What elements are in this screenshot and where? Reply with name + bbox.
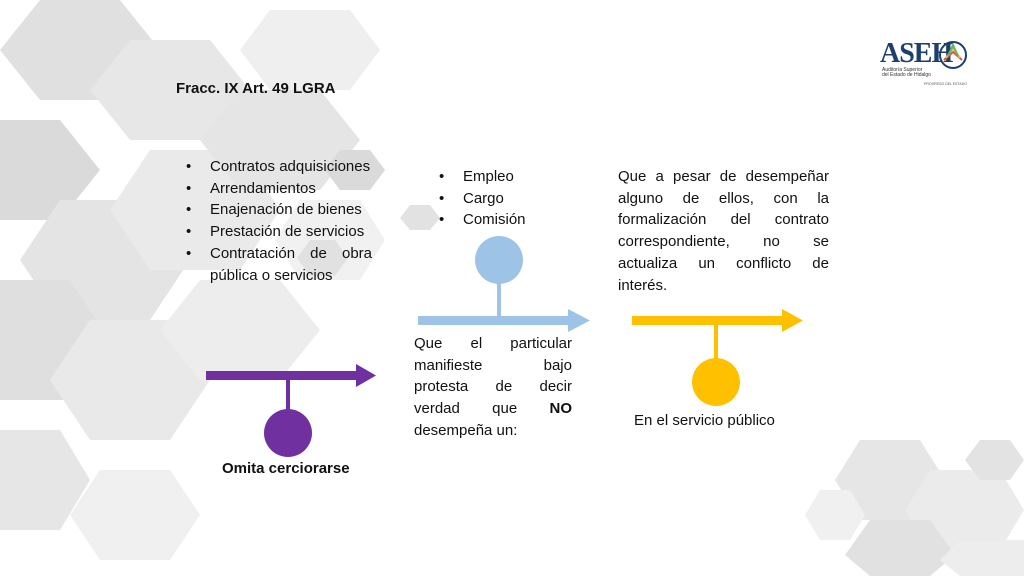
page-title: Fracc. IX Art. 49 LGRA — [176, 80, 336, 97]
blue-arrowhead — [568, 309, 590, 332]
aseh-logo: ASEH Auditoría Superior del Estado de Hi… — [876, 38, 972, 90]
purple-circle — [264, 409, 312, 457]
gold-stem — [714, 325, 718, 361]
protest-paragraph: Que el particular manifieste bajo protes… — [414, 335, 572, 439]
list-item: Cargo — [439, 188, 559, 210]
list-item: Prestación de servicios — [186, 221, 372, 243]
list-item: Comisión — [439, 209, 559, 231]
contract-type-list: Contratos adquisiciones Arrendamientos E… — [186, 156, 372, 286]
blue-arrow-connector — [418, 236, 590, 332]
blue-circle — [475, 236, 523, 284]
list-item: Contratación de obra pública o servicios — [186, 243, 372, 286]
purple-arrowhead — [356, 364, 376, 387]
logo-small-text: PROGRESO DEL ESTADO — [924, 82, 967, 86]
conflict-paragraph: Que a pesar de desempeñar alguno de ello… — [618, 168, 829, 294]
list-item: Contratos adquisiciones — [186, 156, 372, 178]
purple-stem — [286, 380, 290, 410]
purple-arrow-connector — [206, 364, 376, 457]
blue-stem — [497, 282, 501, 316]
gold-circle — [692, 358, 740, 406]
omit-label: Omita cerciorarse — [222, 460, 350, 477]
logo-subtitle: Auditoría Superior del Estado de Hidalgo — [882, 67, 931, 78]
list-item: Arrendamientos — [186, 178, 372, 200]
gold-arrow-connector — [632, 309, 803, 406]
position-type-list: Empleo Cargo Comisión — [439, 166, 559, 231]
gold-arrow-shaft — [632, 316, 784, 325]
book-icon — [939, 41, 967, 69]
blue-arrow-shaft — [418, 316, 570, 325]
list-item: Empleo — [439, 166, 559, 188]
purple-arrow-shaft — [206, 371, 358, 380]
list-item: Enajenación de bienes — [186, 199, 372, 221]
gold-arrowhead — [782, 309, 803, 332]
public-service-label: En el servicio público — [634, 412, 775, 429]
